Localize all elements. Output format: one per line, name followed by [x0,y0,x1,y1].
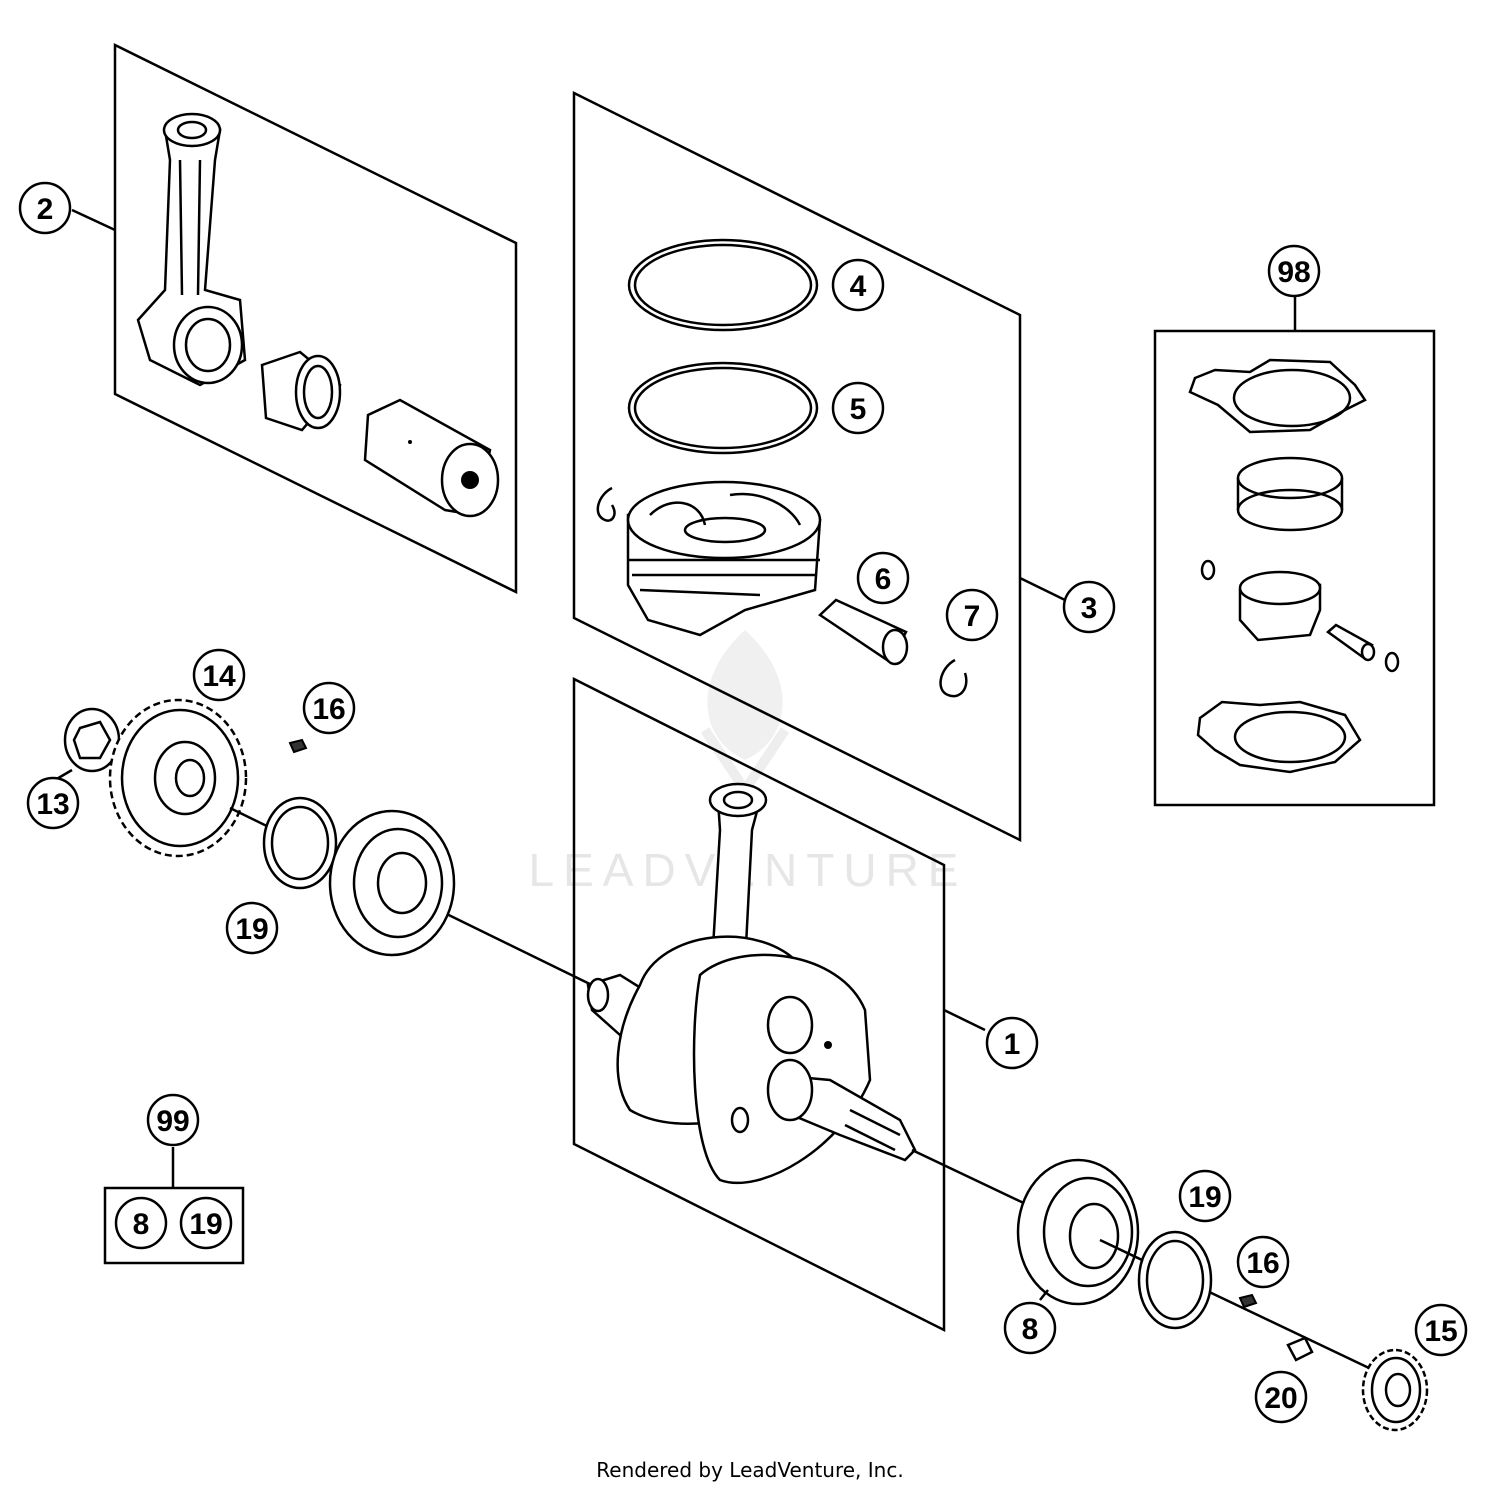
left-shaft-assembly [54,698,599,990]
panel-frame [572,90,1022,843]
panel-bearing-kit [103,1147,245,1265]
rod-bearing-part [260,350,342,432]
key-small-part [1286,1336,1314,1362]
callout-14[interactable]: 14 [192,648,246,702]
callout-1[interactable]: 1 [985,1016,1039,1070]
callout-16-right[interactable]: 16 [1236,1235,1290,1289]
kit-pin-part [1325,623,1400,673]
callout-5[interactable]: 5 [831,381,885,435]
callout-label: 19 [189,1208,222,1241]
callout-label: 16 [1246,1247,1279,1280]
callout-19-left[interactable]: 19 [225,901,279,955]
shim-ring-right-part [1137,1230,1213,1330]
kit-piston-part [1200,559,1322,642]
piston-pin-part [817,598,909,666]
callout-3[interactable]: 3 [1062,580,1116,634]
woodruff-key-right-part [1238,1293,1258,1309]
callout-label: 8 [1022,1313,1039,1346]
callout-98[interactable]: 98 [1267,244,1321,298]
callout-19-right[interactable]: 19 [1178,1169,1232,1223]
piston-clip-left-part [596,486,616,522]
timing-gear-part [1361,1348,1429,1432]
leader-line [1039,1289,1049,1301]
shim-ring-part [262,796,338,890]
shaft-axis-line [911,1148,1031,1208]
callout-label: 98 [1277,256,1310,289]
callout-label: 16 [312,693,345,726]
callout-label: 2 [37,193,54,226]
crankshaft-part [586,782,917,1185]
main-bearing-right-part [1016,1158,1140,1306]
callout-8-bearing[interactable]: 8 [1003,1301,1057,1355]
piston-clip-right-part [939,658,968,698]
callout-label: 1 [1004,1028,1021,1061]
callout-6[interactable]: 6 [856,551,910,605]
callout-19-kit[interactable]: 19 [179,1196,233,1250]
base-gasket-part [1196,700,1362,774]
leader-line [1019,576,1066,602]
piston-ring-second-part [627,361,819,455]
callout-20[interactable]: 20 [1254,1370,1308,1424]
woodruff-key-part [288,738,308,754]
leader-line [71,208,116,232]
callout-label: 6 [875,563,892,596]
panel-top-end-kit [1153,297,1436,807]
callout-label: 19 [1188,1181,1221,1214]
callout-label: 19 [235,913,268,946]
piston-part [626,480,822,637]
callout-16-left[interactable]: 16 [302,681,356,735]
callout-label: 14 [202,660,236,693]
panel-frame [113,42,518,595]
callout-label: 13 [36,788,69,821]
main-bearing-left-part [328,809,456,957]
panel-frame [572,676,946,1333]
callout-15[interactable]: 15 [1414,1303,1468,1357]
callout-label: 15 [1424,1315,1457,1348]
panel-connecting-rod [71,42,518,595]
primary-gear-part [108,698,248,858]
leader-line [943,1008,986,1032]
right-shaft-assembly [1016,1158,1429,1432]
callout-13[interactable]: 13 [26,776,80,830]
callout-label: 5 [850,393,867,426]
callout-4[interactable]: 4 [831,258,885,312]
callout-label: 20 [1264,1382,1297,1415]
callout-8-kit[interactable]: 8 [114,1196,168,1250]
callout-2[interactable]: 2 [18,181,72,235]
wrist-pin-part [363,398,500,518]
callout-label: 99 [156,1105,189,1138]
kit-piston-rings-part [1236,456,1344,532]
callout-7[interactable]: 7 [945,588,999,642]
piston-ring-top-part [627,238,819,332]
callout-label: 3 [1081,592,1098,625]
connecting-rod-part [136,112,247,387]
render-credit: Rendered by LeadVenture, Inc. [596,1458,904,1482]
cylinder-gasket-part [1188,358,1367,434]
panel-piston [572,90,1066,843]
callout-99[interactable]: 99 [146,1093,200,1147]
callout-label: 4 [850,270,867,303]
callout-label: 7 [964,600,981,633]
callout-label: 8 [133,1208,150,1241]
panel-crankshaft [572,676,1031,1333]
